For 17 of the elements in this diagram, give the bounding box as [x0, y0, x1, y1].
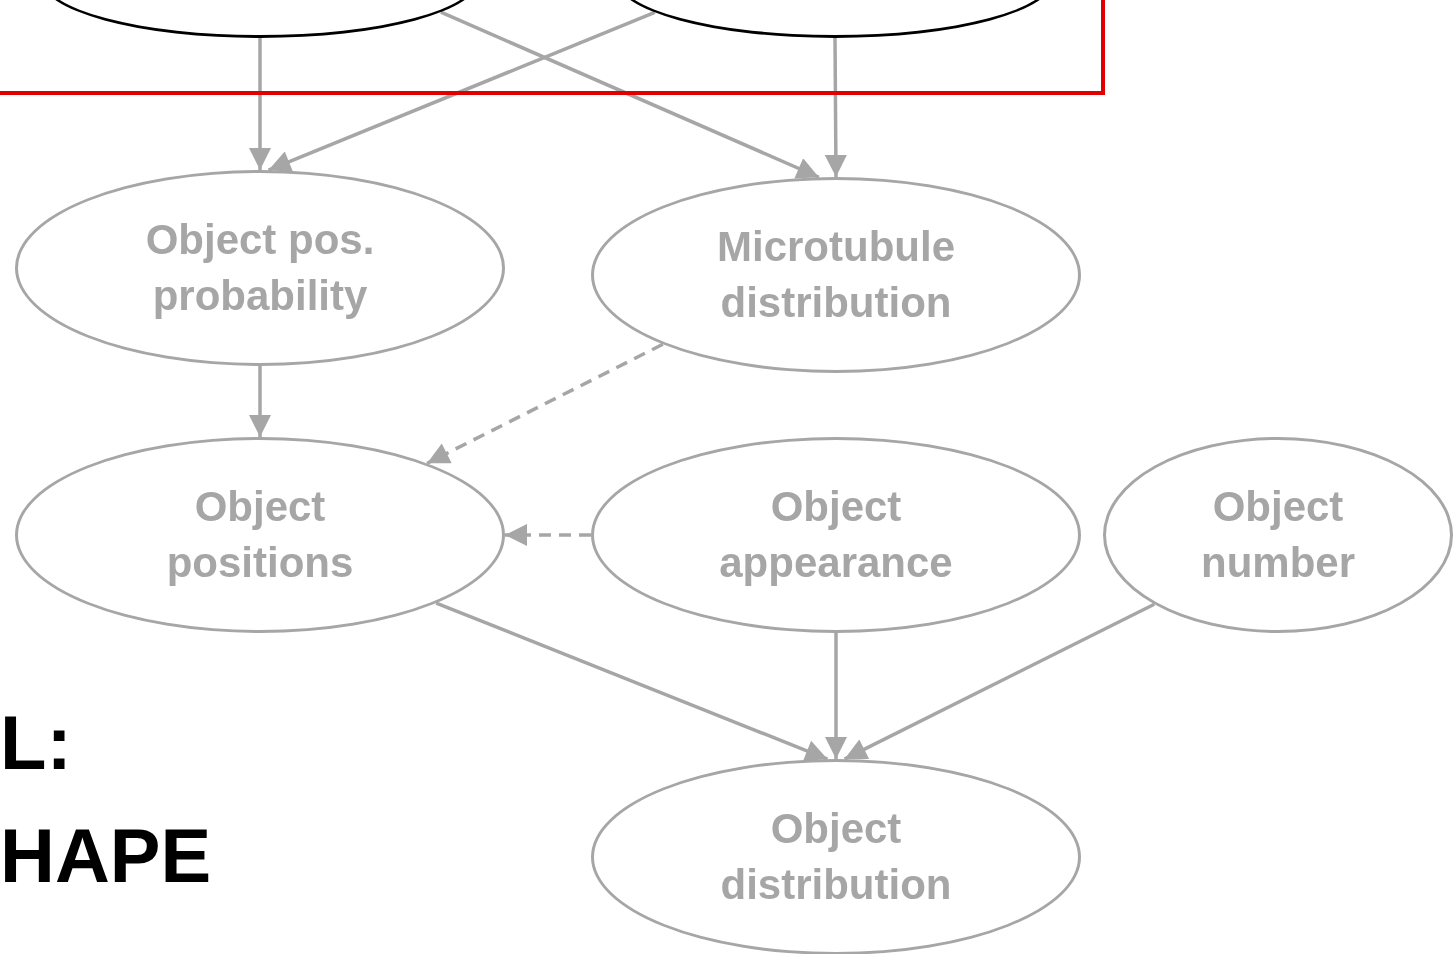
arrow	[267, 10, 656, 172]
heading-text: HAPE	[0, 818, 212, 894]
node-label: Object distribution	[719, 804, 953, 910]
arrow	[249, 366, 271, 437]
node-label: Object appearance	[718, 482, 954, 588]
arrow	[824, 38, 847, 177]
node-label: Object pos. probability	[144, 215, 376, 321]
heading-text: L:	[0, 705, 72, 781]
arrow	[440, 10, 820, 179]
arrow	[426, 342, 664, 465]
node-label: Object positions	[165, 482, 355, 588]
node-label: Object number	[1200, 482, 1356, 588]
node-label: Microtubule distribution	[716, 222, 956, 328]
arrow	[825, 633, 847, 759]
arrow	[249, 38, 271, 170]
arrow	[843, 602, 1156, 761]
arrow	[505, 524, 591, 546]
